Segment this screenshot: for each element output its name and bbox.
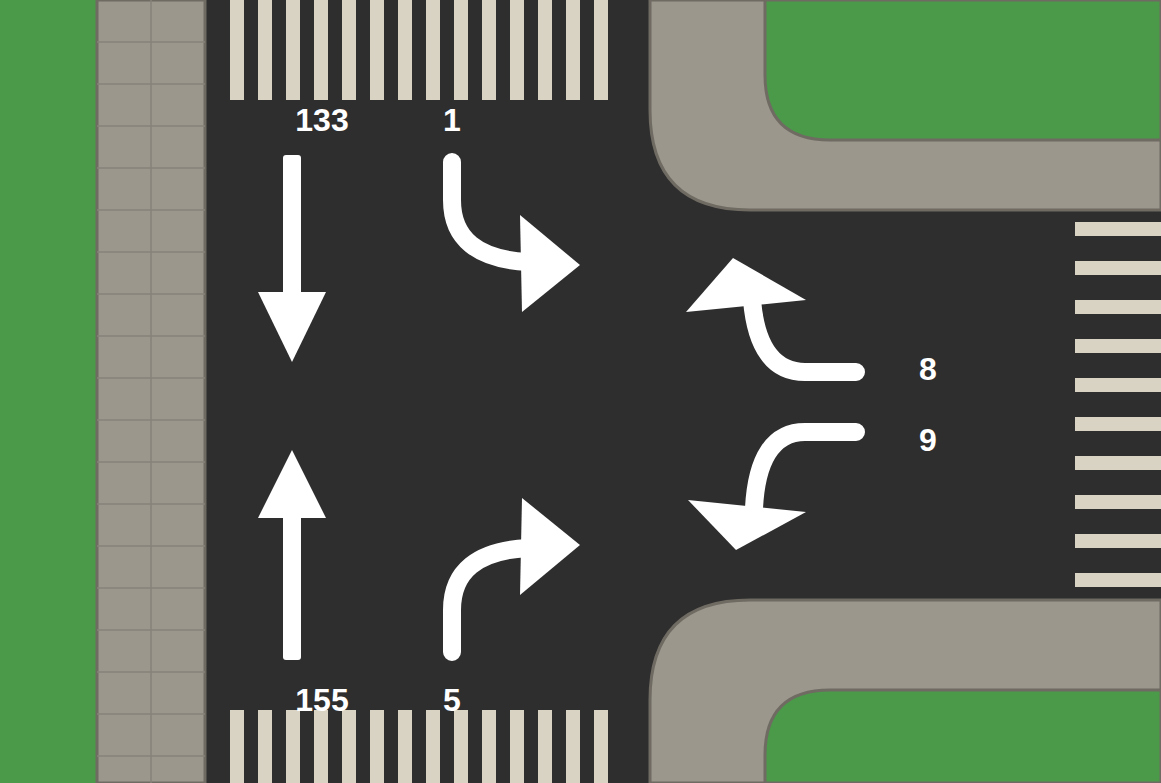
crosswalk-stripe [1075, 222, 1161, 236]
crosswalk-stripe [398, 0, 412, 100]
turn-arrow [752, 300, 856, 372]
crosswalk-stripe [370, 0, 384, 100]
lane-count: 133 [295, 104, 348, 136]
crosswalk-stripe [1075, 456, 1161, 470]
corner-sidewalk [650, 0, 1161, 210]
crosswalk-stripe [454, 710, 468, 783]
tile-joint [150, 0, 152, 783]
crosswalk-stripe [258, 0, 272, 100]
crosswalk [230, 0, 1161, 783]
crosswalk-stripe [426, 0, 440, 100]
crosswalk-stripe [510, 710, 524, 783]
crosswalk-stripe [370, 710, 384, 783]
crosswalk-stripe [538, 0, 552, 100]
crosswalk-stripe [314, 710, 328, 783]
crosswalk-stripe [1075, 261, 1161, 275]
sidewalk-tiles [97, 0, 205, 783]
lane-count: 5 [443, 684, 461, 716]
grass [765, 690, 1161, 783]
crosswalk-stripe [230, 0, 244, 100]
crosswalk-stripe [482, 710, 496, 783]
lane-count: 155 [295, 684, 348, 716]
crosswalk-stripe [342, 0, 356, 100]
crosswalk-stripe [258, 710, 272, 783]
arrow-head [258, 292, 326, 362]
crosswalk-stripe [398, 710, 412, 783]
crosswalk-stripe [286, 710, 300, 783]
straight-arrow [283, 155, 301, 305]
turn-arrow [754, 432, 856, 508]
crosswalk-stripe [566, 710, 580, 783]
corner-sidewalk [650, 600, 1161, 783]
crosswalk-stripe [1075, 339, 1161, 353]
turn-arrow [452, 162, 528, 262]
turn-arrows [452, 162, 856, 652]
crosswalk-stripe [230, 710, 244, 783]
crosswalk-stripe [538, 710, 552, 783]
arrow-head [258, 450, 326, 518]
crosswalk-stripe [1075, 378, 1161, 392]
grass [0, 0, 97, 783]
crosswalk-stripe [426, 710, 440, 783]
crosswalk-stripe [454, 0, 468, 100]
crosswalk-stripe [1075, 534, 1161, 548]
crosswalk-stripe [1075, 573, 1161, 587]
crosswalk-stripe [314, 0, 328, 100]
grass [765, 0, 1161, 140]
crosswalk-stripe [510, 0, 524, 100]
lane-arrows [258, 155, 806, 660]
crosswalk-stripe [1075, 300, 1161, 314]
straight-arrow [283, 505, 301, 660]
crosswalk-stripe [1075, 417, 1161, 431]
lane-count: 9 [919, 424, 937, 456]
crosswalk-stripe [482, 0, 496, 100]
crosswalk-stripe [342, 710, 356, 783]
lane-count: 1 [443, 104, 461, 136]
crosswalk-stripe [1075, 495, 1161, 509]
crosswalk-stripe [566, 0, 580, 100]
lane-count: 8 [919, 353, 937, 385]
turn-arrow [452, 548, 528, 652]
crosswalk-stripe [594, 0, 608, 100]
sidewalk [97, 0, 205, 783]
crosswalk-stripe [594, 710, 608, 783]
crosswalk-stripe [286, 0, 300, 100]
